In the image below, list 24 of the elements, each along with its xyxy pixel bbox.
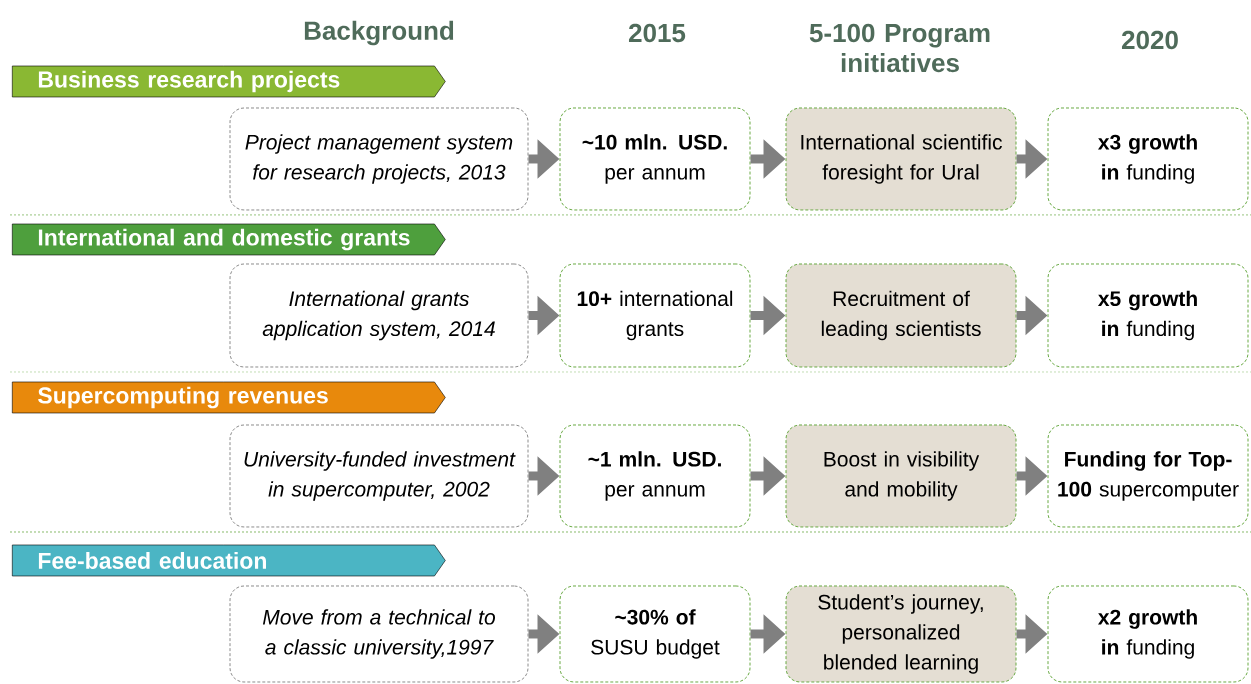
background-box: International grants application system, 2014 [229, 263, 529, 368]
initiative-box: International scientific foresight for Ural [785, 107, 1017, 211]
column-heading: 5-100 Program initiatives [809, 23, 990, 73]
target-box: x3 growth in funding [1047, 107, 1249, 211]
initiative-box: Recruitment of leading scientists [785, 263, 1017, 368]
column-heading: 2015 [629, 23, 686, 43]
target-box: x5 growth in funding [1047, 263, 1249, 368]
initiative-box: Boost in visibility and mobility [785, 424, 1017, 528]
result-box: ~30% of SUSU budget [559, 585, 751, 683]
background-box: Project management system for research projects, 2013 [229, 107, 529, 211]
category-banner: Business research projects [12, 65, 446, 98]
background-box: Move from a technical to a classic university,1997 [229, 585, 529, 683]
background-box: University-funded investment in supercomputer, 2002 [229, 424, 529, 528]
column-heading: Background [304, 20, 454, 46]
result-box: ~1 mln. USD. per annum [559, 424, 751, 528]
result-box: ~10 mln. USD. per annum [559, 107, 751, 211]
initiative-box: Student’s journey, personalized blended learning [785, 585, 1017, 683]
result-box: 10+ international grants [559, 263, 751, 368]
category-banner: Supercomputing revenues [12, 381, 446, 414]
column-heading: 2020 [1122, 30, 1178, 50]
category-banner: International and domestic grants [12, 223, 446, 256]
category-banner: Fee-based education [12, 544, 446, 577]
target-box: x2 growth in funding [1047, 585, 1249, 683]
target-box: Funding for Top-100 supercomputer [1047, 424, 1249, 528]
